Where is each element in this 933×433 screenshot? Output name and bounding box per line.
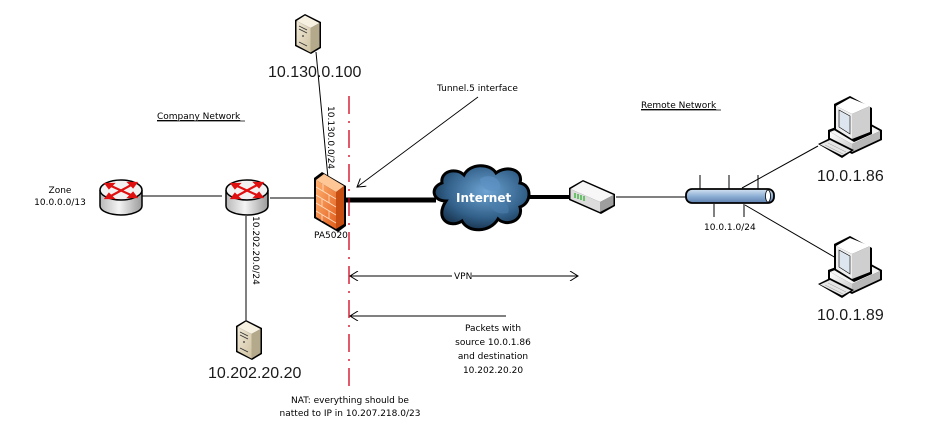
remote-ethernet-bus[interactable] <box>685 188 775 204</box>
company-network-title: Company Network <box>157 112 241 122</box>
zone-label-line1: Zone <box>49 186 72 196</box>
server-top-label: 10.130.0.100 <box>268 64 362 81</box>
server-bottom[interactable] <box>236 320 262 360</box>
server-bottom-label: 10.202.20.20 <box>208 365 302 382</box>
ethernet-bus-icon <box>685 188 775 204</box>
server-icon <box>295 14 321 54</box>
packets-line-4: 10.202.20.20 <box>463 366 523 376</box>
link-server-top-firewall <box>315 51 329 179</box>
pc-top-label: 10.0.1.86 <box>817 168 884 185</box>
packets-line-3: and destination <box>458 352 528 362</box>
nat-line-2: natted to IP in 10.207.218.0/23 <box>280 409 421 419</box>
tunnel-pointer-arrow <box>357 96 479 187</box>
pc-bottom-label: 10.0.1.89 <box>817 307 884 324</box>
remote-subnet-label: 10.0.1.0/24 <box>704 223 756 233</box>
cloud-icon <box>432 164 531 232</box>
workstation-icon <box>818 96 882 158</box>
packets-line-1: Packets with <box>465 324 521 334</box>
links <box>142 51 837 320</box>
vpn-gateway[interactable] <box>569 180 615 214</box>
workstation-icon <box>818 236 882 298</box>
packets-line-2: source 10.0.1.86 <box>455 338 531 348</box>
pc-bottom[interactable] <box>818 236 882 298</box>
firewall-icon <box>314 172 346 232</box>
router-icon <box>99 179 143 216</box>
remote-network-title: Remote Network <box>641 101 717 111</box>
internet-cloud[interactable]: Internet <box>432 164 531 232</box>
internet-label: Internet <box>456 191 511 205</box>
pc-top[interactable] <box>818 96 882 158</box>
server-icon <box>236 320 262 360</box>
zone-label-line2: 10.0.0.0/13 <box>34 198 86 208</box>
server-top[interactable] <box>295 14 321 54</box>
firewall[interactable] <box>314 172 346 232</box>
vpn-label: VPN <box>454 272 472 282</box>
link-bus-pc-bottom <box>744 204 837 259</box>
core-router[interactable] <box>225 179 269 216</box>
nat-line-1: NAT: everything should be <box>291 396 409 406</box>
bottom-subnet-label: 10.202.20.0/24 <box>250 216 260 285</box>
zone-router[interactable] <box>99 179 143 216</box>
top-subnet-label: 10.130.0.0/24 <box>325 106 335 169</box>
firewall-label: PA5020 <box>314 231 348 241</box>
vpn-gateway-icon <box>569 180 615 214</box>
link-bus-pc-top <box>741 145 819 189</box>
router-icon <box>225 179 269 216</box>
tunnel-label: Tunnel.5 interface <box>436 84 518 94</box>
